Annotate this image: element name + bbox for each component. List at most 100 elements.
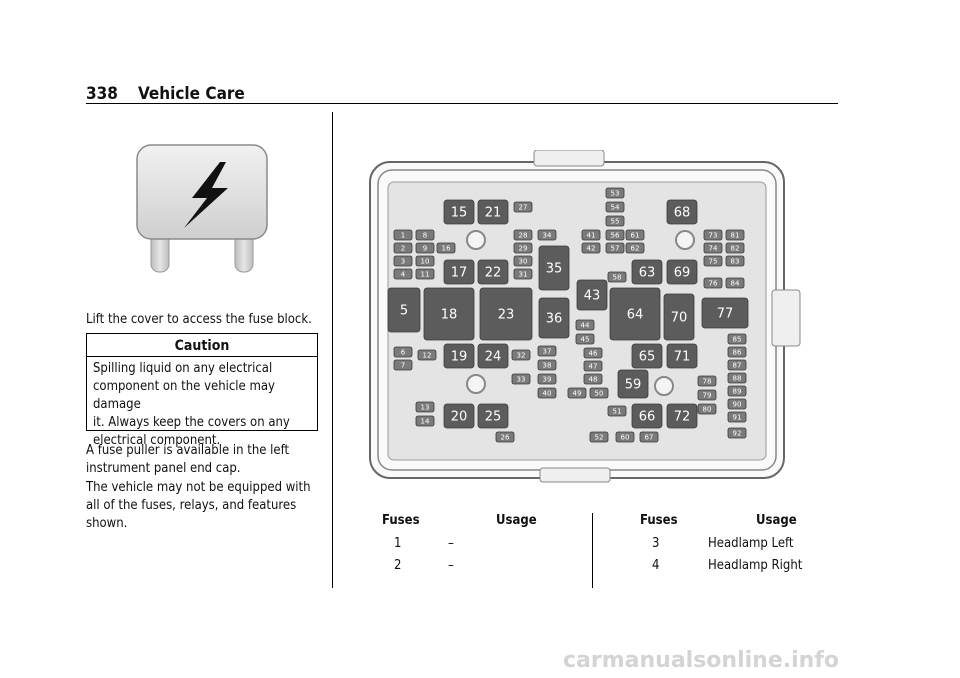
svg-text:4: 4 xyxy=(401,271,406,279)
fuse-49: 49 xyxy=(567,387,587,399)
fuse-42: 42 xyxy=(581,242,601,254)
fuse-55: 55 xyxy=(605,215,625,227)
paragraph-lift-cover: Lift the cover to access the fuse block. xyxy=(86,312,312,327)
svg-text:40: 40 xyxy=(543,390,552,398)
fuse-85: 85 xyxy=(727,333,747,345)
relay-36: 36 xyxy=(538,297,570,339)
svg-text:42: 42 xyxy=(587,245,596,253)
fuse-51: 51 xyxy=(607,405,627,417)
caution-separator xyxy=(87,356,317,357)
relay-15: 15 xyxy=(443,199,475,225)
svg-text:43: 43 xyxy=(584,289,601,304)
fuse-75: 75 xyxy=(703,255,723,267)
svg-text:41: 41 xyxy=(587,232,596,240)
svg-text:64: 64 xyxy=(627,308,644,323)
svg-text:2: 2 xyxy=(401,245,405,253)
svg-text:52: 52 xyxy=(595,434,604,442)
svg-text:74: 74 xyxy=(709,245,718,253)
fuse-30: 30 xyxy=(513,255,533,267)
fuse-10: 10 xyxy=(415,255,435,267)
svg-text:51: 51 xyxy=(613,408,622,416)
svg-text:21: 21 xyxy=(485,206,502,221)
svg-text:31: 31 xyxy=(519,271,528,279)
fuse-62: 62 xyxy=(625,242,645,254)
caution-line: component on the vehicle may damage xyxy=(93,379,275,412)
fuse-16: 16 xyxy=(436,242,456,254)
fuse-91: 91 xyxy=(727,411,747,423)
fuse-86: 86 xyxy=(727,346,747,358)
table-cell-usage: Headlamp Right xyxy=(708,558,803,573)
table-cell-usage: – xyxy=(448,558,454,573)
fuse-80: 80 xyxy=(697,403,717,415)
svg-text:33: 33 xyxy=(517,376,526,384)
mounting-hole xyxy=(675,230,695,250)
fuse-44: 44 xyxy=(575,319,595,331)
caution-line: Spilling liquid on any electrical xyxy=(93,361,273,376)
fuse-82: 82 xyxy=(725,242,745,254)
fuse-87: 87 xyxy=(727,359,747,371)
svg-text:57: 57 xyxy=(611,245,620,253)
svg-text:6: 6 xyxy=(401,349,406,357)
table-cell-usage: Headlamp Left xyxy=(708,536,794,551)
svg-text:55: 55 xyxy=(611,218,620,226)
svg-text:28: 28 xyxy=(519,232,528,240)
fuse-46: 46 xyxy=(583,347,603,359)
fuse-3: 3 xyxy=(393,255,413,267)
fuse-33: 33 xyxy=(511,373,531,385)
relay-68: 68 xyxy=(666,199,698,225)
svg-text:17: 17 xyxy=(451,266,468,281)
svg-text:26: 26 xyxy=(501,434,510,442)
svg-text:89: 89 xyxy=(733,388,742,396)
fuse-31: 31 xyxy=(513,268,533,280)
fuse-57: 57 xyxy=(605,242,625,254)
fuse-lightning-icon xyxy=(136,144,268,273)
svg-text:92: 92 xyxy=(733,430,742,438)
svg-text:32: 32 xyxy=(517,352,526,360)
top-latch xyxy=(533,150,605,167)
svg-text:80: 80 xyxy=(703,406,712,414)
bottom-latch xyxy=(539,467,611,483)
svg-text:78: 78 xyxy=(703,378,712,386)
svg-text:47: 47 xyxy=(589,363,598,371)
table-cell-fuse: 3 xyxy=(652,536,660,551)
svg-text:72: 72 xyxy=(674,410,691,425)
mounting-hole xyxy=(466,374,486,394)
header-rule xyxy=(86,103,838,104)
relay-22: 22 xyxy=(477,259,509,285)
fuse-8: 8 xyxy=(415,229,435,241)
table-header-usage-right: Usage xyxy=(756,513,797,528)
svg-text:69: 69 xyxy=(674,266,691,281)
fuse-26: 26 xyxy=(495,431,515,443)
svg-text:14: 14 xyxy=(421,418,430,426)
side-connector xyxy=(771,289,801,347)
svg-text:66: 66 xyxy=(639,410,656,425)
svg-text:9: 9 xyxy=(423,245,427,253)
svg-text:54: 54 xyxy=(611,204,620,212)
fuse-61: 61 xyxy=(625,229,645,241)
svg-text:18: 18 xyxy=(441,308,458,323)
fuse-76: 76 xyxy=(703,277,723,289)
svg-text:34: 34 xyxy=(543,232,552,240)
mounting-hole xyxy=(466,230,486,250)
svg-text:1: 1 xyxy=(401,232,405,240)
svg-text:61: 61 xyxy=(631,232,640,240)
svg-text:30: 30 xyxy=(519,258,528,266)
fuse-73: 73 xyxy=(703,229,723,241)
svg-text:68: 68 xyxy=(674,206,691,221)
svg-text:45: 45 xyxy=(581,336,590,344)
fuse-90: 90 xyxy=(727,398,747,410)
svg-text:59: 59 xyxy=(625,378,642,393)
svg-text:22: 22 xyxy=(485,266,502,281)
svg-text:73: 73 xyxy=(709,232,718,240)
table-cell-fuse: 4 xyxy=(652,558,660,573)
svg-text:5: 5 xyxy=(400,304,408,319)
table-cell-usage: – xyxy=(448,536,454,551)
table-header-fuses-right: Fuses xyxy=(640,513,678,528)
svg-text:39: 39 xyxy=(543,376,552,384)
svg-text:65: 65 xyxy=(639,350,656,365)
svg-text:8: 8 xyxy=(423,232,427,240)
fuse-88: 88 xyxy=(727,372,747,384)
fuse-92: 92 xyxy=(727,427,747,439)
